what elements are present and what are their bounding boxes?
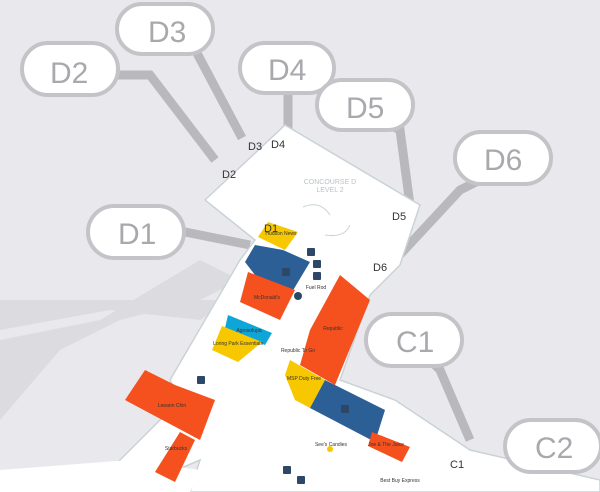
store-hudson-news[interactable] — [258, 222, 298, 250]
gate-labels: D2 D3 D4 D5 D6 D1 C1 — [222, 139, 464, 471]
atm-icon — [283, 466, 291, 474]
svg-text:Joe & The Juice: Joe & The Juice — [368, 442, 404, 448]
info-icon — [197, 376, 205, 384]
svg-text:D3: D3 — [148, 16, 186, 49]
svg-text:Best Buy Express: Best Buy Express — [380, 478, 420, 484]
store-mcdonalds[interactable] — [240, 272, 295, 320]
svg-text:MSP Duty Free: MSP Duty Free — [287, 376, 321, 382]
svg-text:Starbucks: Starbucks — [165, 446, 188, 452]
svg-text:D2: D2 — [222, 169, 236, 181]
svg-text:Republic To Go: Republic To Go — [281, 348, 315, 354]
building-block — [0, 260, 240, 420]
svg-text:C1: C1 — [396, 326, 434, 359]
gate-bubble-c2[interactable]: C2 — [503, 418, 600, 474]
svg-text:Loring Park Essentials: Loring Park Essentials — [213, 341, 263, 347]
store-agrosolupa[interactable] — [225, 315, 272, 345]
svg-text:D1: D1 — [264, 223, 278, 235]
svg-text:C1: C1 — [450, 459, 464, 471]
gate-bubble-d2[interactable]: D2 — [20, 41, 120, 97]
store-loring-park[interactable] — [212, 326, 262, 362]
store-leeann-chin[interactable] — [125, 370, 215, 440]
gate-bubble-d3[interactable]: D3 — [115, 2, 215, 56]
gate-bubble-d1[interactable]: D1 — [86, 204, 186, 260]
concourse-label: CONCOURSE D LEVEL 2 — [304, 179, 357, 194]
water-fountain-icon — [294, 292, 302, 300]
family-restroom-icon — [307, 248, 315, 256]
svg-text:D3: D3 — [248, 141, 262, 153]
svg-text:Leeann Chin: Leeann Chin — [158, 403, 187, 409]
restroom-icon — [282, 268, 290, 276]
escalator-icon — [297, 476, 305, 484]
svg-text:Hudson News: Hudson News — [265, 231, 297, 237]
svg-text:See's Candies: See's Candies — [315, 442, 348, 448]
svg-text:C2: C2 — [535, 432, 573, 465]
svg-text:D5: D5 — [346, 92, 384, 125]
svg-text:D4: D4 — [271, 139, 285, 151]
gate-bubble-c1[interactable]: C1 — [364, 312, 464, 368]
luggage-icon — [313, 272, 321, 280]
store-sees-candies[interactable] — [327, 446, 333, 452]
svg-text:CONCOURSE D: CONCOURSE D — [304, 179, 357, 186]
svg-text:D5: D5 — [392, 211, 406, 223]
building-block — [0, 300, 230, 330]
lower-concourse — [0, 460, 200, 492]
store-starbucks[interactable] — [155, 432, 195, 482]
svg-text:McDonald's: McDonald's — [254, 295, 280, 301]
map-arc — [302, 204, 331, 216]
elevator-icon — [313, 260, 321, 268]
svg-text:LEVEL 2: LEVEL 2 — [316, 187, 343, 194]
svg-text:D2: D2 — [50, 57, 88, 90]
svg-text:D6: D6 — [373, 262, 387, 274]
restroom-block[interactable] — [245, 245, 310, 292]
store-msp-duty-free[interactable] — [285, 360, 325, 408]
svg-text:Republic: Republic — [323, 326, 343, 332]
gate-bubble-d4[interactable]: D4 — [238, 41, 336, 95]
svg-text:D4: D4 — [268, 54, 306, 87]
svg-text:Agrosolupa: Agrosolupa — [236, 328, 262, 334]
gate-bubble-d5[interactable]: D5 — [315, 78, 415, 132]
restroom-icon-2 — [341, 405, 349, 413]
gate-bubble-d6[interactable]: D6 — [453, 130, 553, 186]
svg-text:D1: D1 — [118, 218, 156, 251]
store-labels: Hudson News McDonald's Fuel Rod Republic… — [158, 231, 420, 484]
map-arc — [324, 224, 351, 236]
svg-text:Fuel Rod: Fuel Rod — [306, 285, 327, 291]
amenity-icons[interactable] — [197, 248, 349, 484]
store-republic[interactable] — [300, 275, 370, 385]
svg-text:D6: D6 — [484, 144, 522, 177]
store-joe-juice[interactable] — [368, 432, 410, 462]
